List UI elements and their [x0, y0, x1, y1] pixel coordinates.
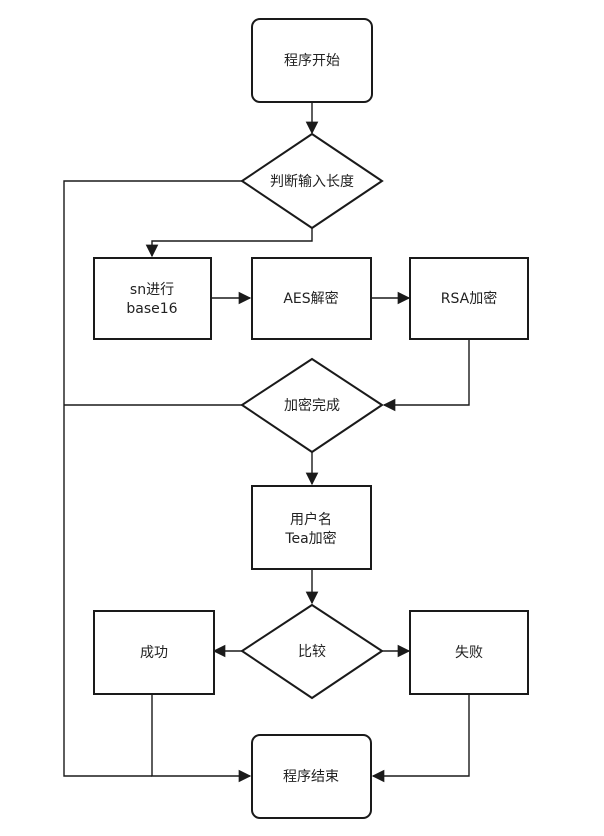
fail-box — [409, 610, 529, 695]
rsa-encrypt-box — [409, 257, 529, 340]
end-box — [251, 734, 372, 819]
sn-base16-box — [93, 257, 212, 340]
compare-label: 比较 — [298, 644, 326, 660]
sn-base16-label-line2: base16 — [126, 301, 177, 317]
username-tea-label-line1: 用户名 — [290, 511, 332, 528]
start-box — [251, 18, 373, 103]
node-fail: 失败 — [409, 610, 529, 695]
sn-base16-label-line1: sn进行 — [130, 282, 174, 298]
node-username-tea: 用户名 Tea加密 — [251, 485, 372, 570]
success-box — [93, 610, 215, 695]
end-label: 程序结束 — [283, 769, 339, 785]
rsa-encrypt-label: RSA加密 — [441, 290, 497, 307]
node-rsa-encrypt: RSA加密 — [409, 257, 529, 340]
encrypt-done-label: 加密完成 — [284, 397, 340, 414]
edge-fail-to-end — [371, 694, 470, 783]
aes-decrypt-box — [251, 257, 372, 340]
start-label: 程序开始 — [284, 53, 340, 69]
node-aes-decrypt: AES解密 — [251, 257, 372, 340]
username-tea-box — [251, 485, 372, 570]
fail-label: 失败 — [455, 645, 483, 661]
aes-decrypt-label: AES解密 — [283, 290, 338, 307]
check-length-label: 判断输入长度 — [270, 174, 354, 190]
node-start: 程序开始 — [251, 18, 373, 103]
username-tea-label-line2: Tea加密 — [284, 530, 336, 547]
node-check-length: 判断输入长度 — [240, 132, 384, 230]
edge-check-to-sn — [145, 228, 313, 258]
node-sn-base16: sn进行 base16 — [93, 257, 212, 340]
node-compare: 比较 — [240, 603, 384, 700]
edges — [63, 102, 470, 783]
edge-check-bypass-left — [63, 180, 242, 777]
node-encrypt-done: 加密完成 — [240, 357, 384, 454]
success-label: 成功 — [140, 645, 168, 661]
edge-success-to-end — [151, 694, 252, 783]
compare-diamond — [240, 603, 384, 700]
node-success: 成功 — [93, 610, 215, 695]
encrypt-done-diamond — [240, 357, 384, 454]
check-length-diamond — [240, 132, 384, 230]
edge-rsa-to-done — [382, 339, 470, 412]
node-end: 程序结束 — [251, 734, 372, 819]
